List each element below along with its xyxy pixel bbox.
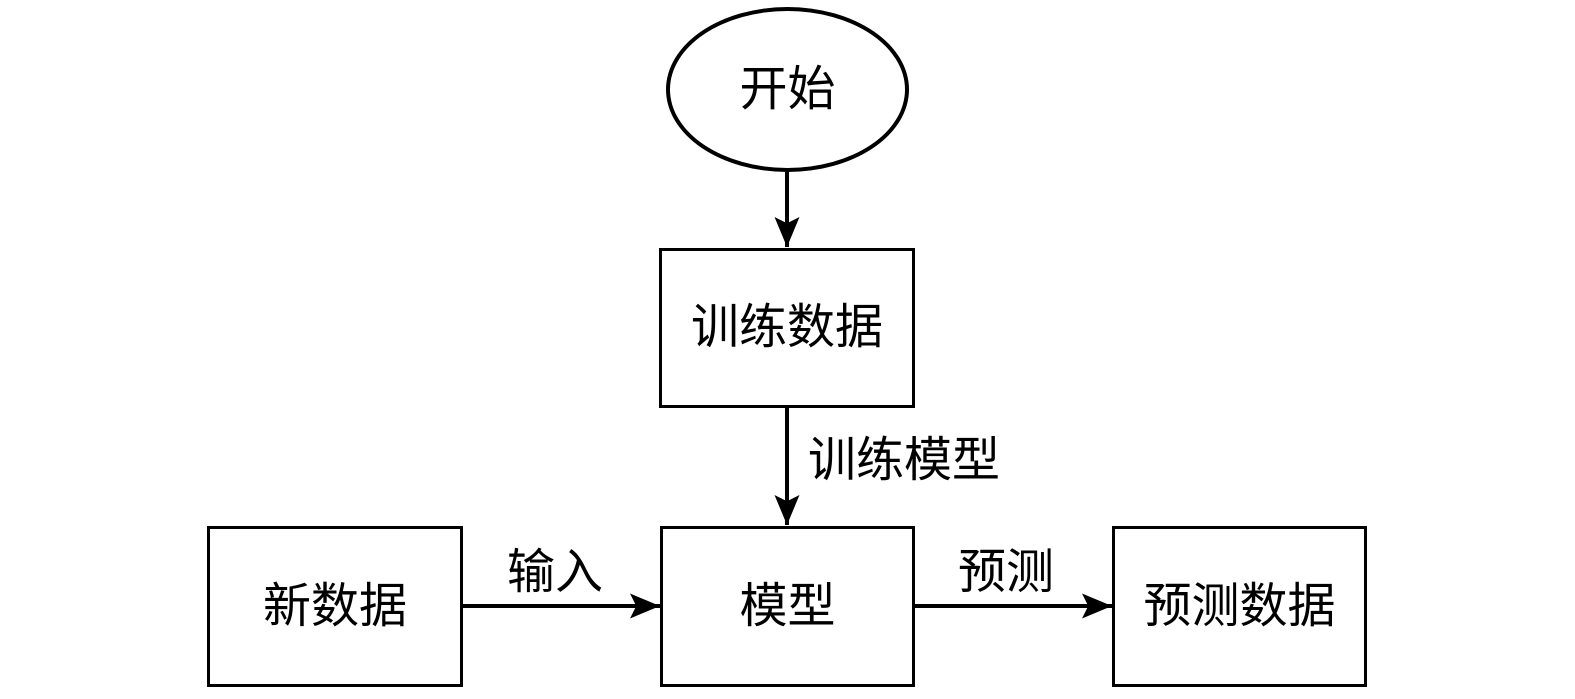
- edge-label-predict: 预测: [958, 546, 1055, 599]
- new-data-node: 新数据: [207, 526, 463, 687]
- prediction-data-node: 预测数据: [1112, 526, 1367, 687]
- prediction-data-node-label: 预测数据: [1143, 579, 1336, 633]
- new-data-node-label: 新数据: [262, 579, 407, 633]
- model-node-label: 模型: [739, 579, 836, 633]
- edge-label-train-model: 训练模型: [808, 434, 1001, 487]
- training-data-node: 训练数据: [659, 248, 915, 408]
- model-node: 模型: [660, 526, 915, 687]
- start-node: 开始: [666, 7, 909, 172]
- start-node-label: 开始: [739, 62, 836, 116]
- training-data-node-label: 训练数据: [690, 301, 883, 354]
- edge-label-input: 输入: [507, 546, 604, 599]
